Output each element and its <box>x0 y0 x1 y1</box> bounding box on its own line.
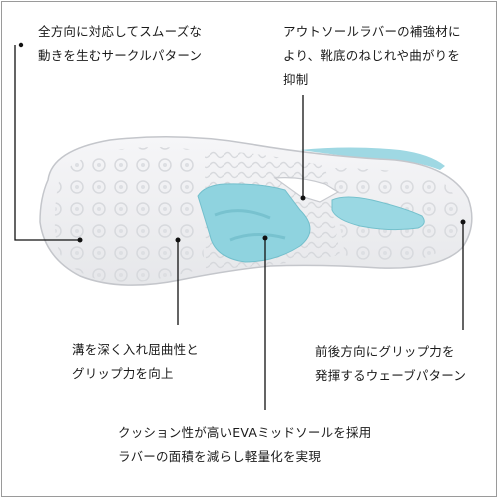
callout-line: 動きを生むサークルパターン <box>38 48 203 63</box>
callout-line: アウトソールラバーの補強材に <box>283 24 461 39</box>
callout-line: 全方向に対応してスムーズな <box>38 24 203 39</box>
callout-line: クッション性が高いEVAミッドソールを採用 <box>118 425 372 440</box>
reinforcement-plate <box>273 177 340 203</box>
callout-line: 溝を深く入れ屈曲性と <box>72 342 200 357</box>
forefoot-blue-pod <box>331 196 425 231</box>
callout-line: より、靴底のねじれや曲がりを <box>283 48 461 63</box>
callout-line: グリップ力を向上 <box>72 366 174 381</box>
callout-eva-midsole: クッション性が高いEVAミッドソールを採用 ラバーの面積を減らし軽量化を実現 <box>118 421 371 469</box>
upper-edge <box>300 147 445 170</box>
leader-line-circle-pattern <box>14 45 80 241</box>
callout-circle-pattern: 全方向に対応してスムーズな 動きを生むサークルパターン <box>38 20 202 68</box>
callout-line: 発揮するウェーブパターン <box>315 368 467 383</box>
callout-wave-pattern: 前後方向にグリップ力を 発揮するウェーブパターン <box>315 340 466 388</box>
callout-reinforcement: アウトソールラバーの補強材に より、靴底のねじれや曲がりを 抑制 <box>283 20 461 92</box>
callout-line: 前後方向にグリップ力を <box>315 344 455 359</box>
callout-line: 抑制 <box>283 72 309 87</box>
eva-midsole-area <box>197 183 311 263</box>
callout-groove: 溝を深く入れ屈曲性と グリップ力を向上 <box>72 338 199 386</box>
marker-circle-pattern <box>18 42 24 48</box>
callout-line: ラバーの面積を減らし軽量化を実現 <box>118 449 322 464</box>
